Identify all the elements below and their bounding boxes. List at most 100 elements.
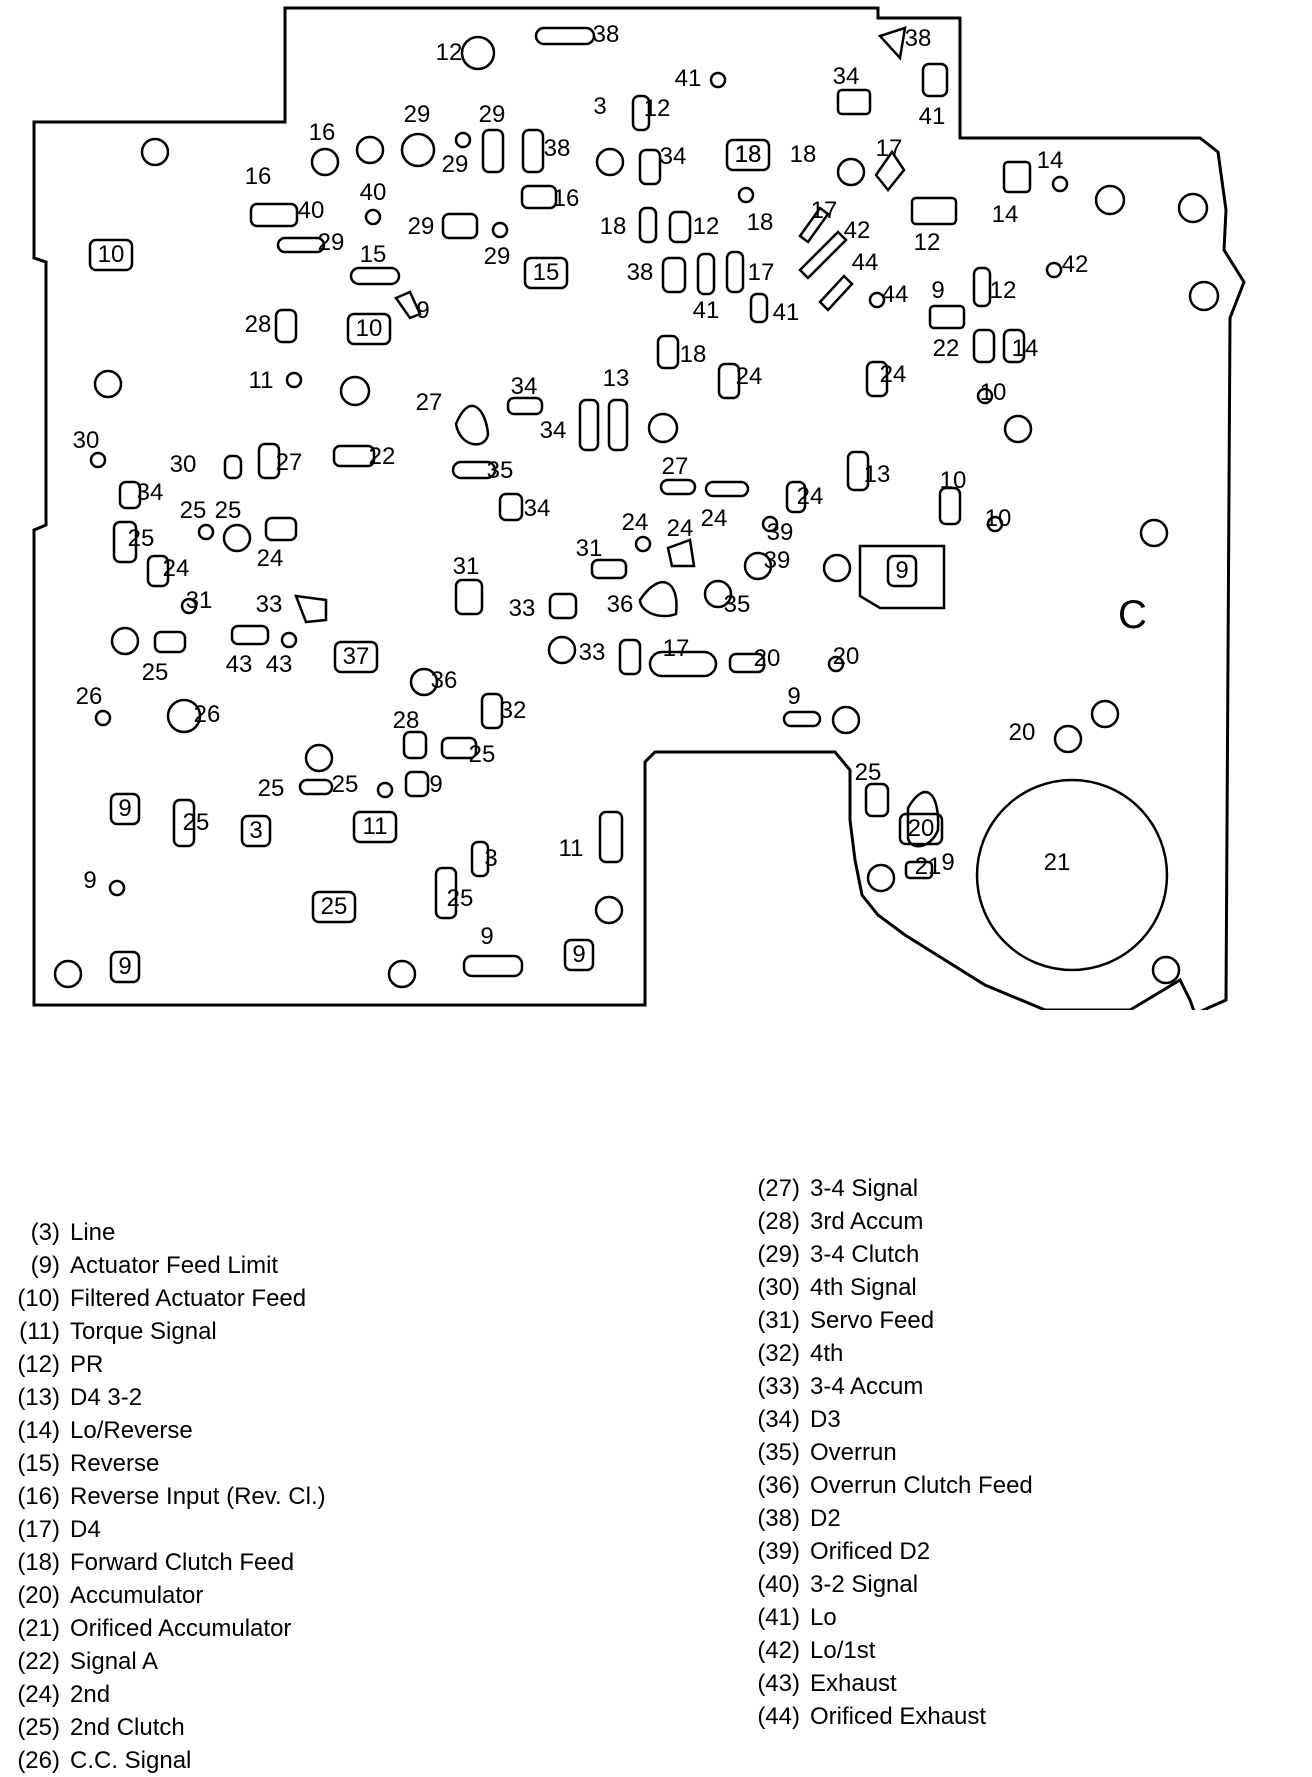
legend-label: 4th Signal: [810, 1274, 917, 1301]
legend-number: (29): [757, 1241, 800, 1268]
legend-label: 2nd: [70, 1681, 111, 1708]
passage-number-label: 27: [662, 453, 689, 480]
legend-number: (20): [17, 1582, 60, 1609]
passage-number-label: 28: [245, 311, 272, 338]
legend-entry: (43)Exhaust: [732, 1667, 1033, 1700]
passage-number-label: 40: [298, 197, 325, 224]
passage-circle: [594, 895, 624, 925]
passage-number-label: 12: [693, 213, 720, 240]
boxed-label-frame: [352, 810, 398, 844]
legend-entry: (3)Line: [0, 1216, 326, 1249]
passage-number-label: 34: [833, 63, 860, 90]
passage-number-label: 24: [736, 363, 763, 390]
passage-number-label: 25: [180, 497, 207, 524]
slot: [520, 184, 558, 210]
slot: [1002, 328, 1026, 364]
irregular-cavity: [666, 538, 696, 568]
orifice: [868, 291, 886, 309]
passage-number-label: 34: [511, 373, 538, 400]
passage-number-label: 44: [852, 249, 879, 276]
passage-circle: [743, 551, 773, 581]
passage-number-label: 35: [487, 457, 514, 484]
slot: [462, 954, 524, 978]
orifice: [761, 515, 779, 533]
legend-label: Accumulator: [70, 1582, 204, 1609]
boxed-passage-label: 3: [249, 817, 262, 844]
legend-number: (31): [757, 1307, 800, 1334]
legend-entry: (31)Servo Feed: [732, 1304, 1033, 1337]
passage-number-label: 41: [693, 297, 720, 324]
passage-circle: [1094, 184, 1126, 216]
boxed-passage-label: 9: [118, 953, 131, 980]
legend-label: 3-4 Clutch: [810, 1241, 920, 1268]
passage-circle: [647, 412, 679, 444]
legend-label: Line: [70, 1219, 116, 1246]
orifice: [1051, 175, 1069, 193]
legend-number: (22): [17, 1648, 60, 1675]
passage-number-label: 26: [76, 683, 103, 710]
legend-entry: (22)Signal A: [0, 1645, 326, 1678]
passage-number-label: 42: [844, 217, 871, 244]
legend-entry: (13)D4 3-2: [0, 1381, 326, 1414]
legend-label: D4: [70, 1516, 101, 1543]
irregular-cavity: [454, 404, 490, 446]
passage-number-label: 3: [484, 845, 497, 872]
legend-number: (40): [757, 1571, 800, 1598]
orifice: [280, 631, 298, 649]
passage-number-label: 10: [980, 379, 1007, 406]
passage-circle: [1188, 280, 1220, 312]
legend-entry: (42)Lo/1st: [732, 1634, 1033, 1667]
slot: [972, 266, 992, 308]
legend-entry: (29) 3-4 Clutch: [732, 1238, 1033, 1271]
legend-number: (13): [17, 1384, 60, 1411]
passage-number-label: 13: [603, 365, 630, 392]
legend-entry: (14)Lo/Reverse: [0, 1414, 326, 1447]
slot: [440, 736, 478, 760]
legend-number: (35): [757, 1439, 800, 1466]
passage-number-label: 24: [797, 483, 824, 510]
legend-number: (30): [757, 1274, 800, 1301]
legend-number: (26): [17, 1747, 60, 1774]
irregular-cavity: [858, 544, 946, 610]
boxed-passage-label: 25: [321, 893, 348, 920]
legend-number: (25): [17, 1714, 60, 1741]
passage-number-label: 38: [627, 259, 654, 286]
legend-label: Orificed D2: [810, 1538, 931, 1565]
slot: [276, 236, 326, 254]
orifice: [709, 71, 727, 89]
legend-number: (9): [30, 1252, 60, 1279]
passage-number-label: 40: [360, 179, 387, 206]
passage-number-label: 16: [309, 119, 336, 146]
passage-circle: [166, 698, 202, 734]
orifice: [108, 879, 126, 897]
legend-entry: (34)D3: [732, 1403, 1033, 1436]
passage-circle: [355, 135, 385, 165]
passage-number-label: 13: [864, 461, 891, 488]
legend-label: Filtered Actuator Feed: [70, 1285, 307, 1312]
legend-label: 3-4 Accum: [810, 1373, 924, 1400]
slot: [454, 578, 484, 616]
orifice: [737, 186, 755, 204]
irregular-cavity: [798, 230, 848, 280]
passage-number-label: 38: [905, 25, 932, 52]
slot: [402, 730, 428, 760]
legend-entry: (20) Accumulator: [0, 1579, 326, 1612]
passage-number-label: 16: [245, 163, 272, 190]
irregular-cavity: [874, 149, 906, 193]
slot: [498, 492, 524, 522]
passage-number-label: 20: [833, 643, 860, 670]
passage-number-label: 18: [600, 213, 627, 240]
orifice: [197, 523, 215, 541]
passage-number-label: 24: [880, 361, 907, 388]
slot: [172, 798, 196, 848]
legend-label: Reverse: [70, 1450, 160, 1477]
passage-number-label: 16: [553, 185, 580, 212]
passage-circle: [595, 147, 625, 177]
slot: [521, 128, 545, 174]
passage-number-label: 25: [258, 775, 285, 802]
boxed-label-frame: [240, 814, 272, 848]
passage-number-label: 9: [941, 849, 954, 876]
legend-number: (44): [757, 1703, 800, 1730]
boxed-label-frame: [346, 312, 392, 346]
legend-entry: (26)C.C. Signal: [0, 1744, 326, 1777]
